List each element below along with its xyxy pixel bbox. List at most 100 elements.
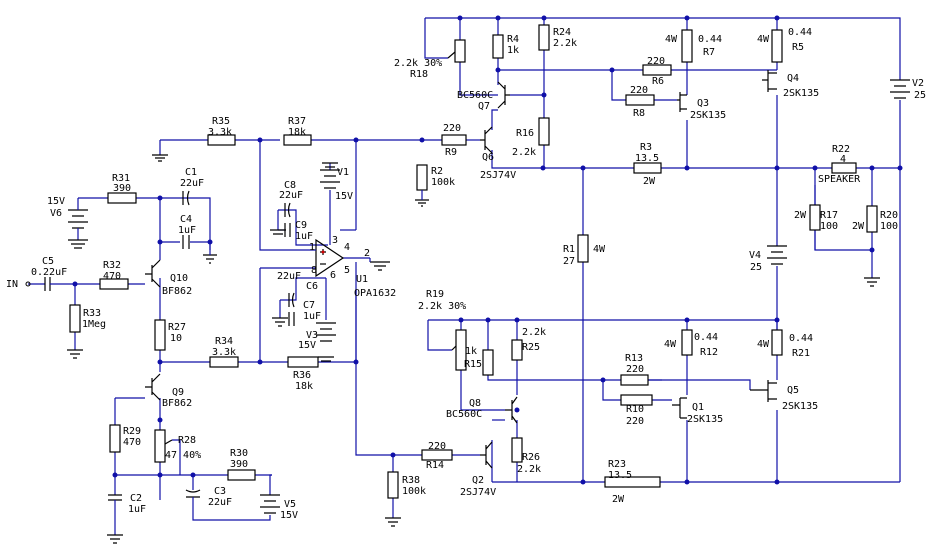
r22-resistor [831, 162, 857, 174]
label-r6: R6 [652, 76, 664, 87]
label-r22: R22 [832, 144, 850, 155]
label-r1: R1 [563, 244, 575, 255]
label-c8v: 22uF [279, 190, 303, 201]
label-r32v: 470 [103, 271, 121, 282]
label-r12: R12 [700, 347, 718, 358]
label-r23: R23 [608, 459, 626, 470]
r7-resistor [681, 29, 693, 63]
label-pin1: 1 [309, 242, 315, 253]
r26-resistor [511, 437, 523, 463]
v4-battery [767, 245, 787, 265]
r15-resistor [482, 349, 494, 376]
label-pin6: 6 [330, 270, 336, 281]
label-c6v: 22uF [277, 271, 301, 282]
label-r29: R29 [123, 426, 141, 437]
label-q10v: BF862 [162, 286, 192, 297]
label-r14v: 220 [428, 441, 446, 452]
r8-resistor [625, 94, 655, 106]
q1-transistor [672, 397, 687, 419]
label-r7p: 4W [665, 34, 678, 45]
label-c5v: 0.22uF [31, 267, 67, 278]
label-r19: R19 [426, 289, 444, 300]
label-r38: R38 [402, 475, 420, 486]
label-q8: Q8 [469, 398, 481, 409]
label-r20v: 100 [880, 221, 898, 232]
label-v6: V6 [50, 208, 62, 219]
c4-capacitor [182, 235, 190, 249]
label-pin5: 5 [344, 265, 350, 276]
q2-transistor [480, 441, 493, 469]
label-r38v: 100k [402, 486, 426, 497]
q3-transistor [677, 92, 687, 112]
q7-transistor [497, 81, 510, 109]
label-v5: V5 [284, 499, 296, 510]
c8-capacitor [284, 202, 291, 218]
label-c2v: 1uF [128, 504, 146, 515]
r29-resistor [109, 424, 121, 453]
r32-resistor [99, 278, 129, 290]
label-r1v: 27 [563, 256, 575, 267]
label-r5p: 4W [757, 34, 770, 45]
label-r25v: 2.2k [522, 327, 546, 338]
label-r4v: 1k [507, 45, 519, 56]
v2-battery [890, 79, 910, 99]
label-r28: R28 [178, 435, 196, 446]
r13-resistor [620, 374, 649, 386]
v3-battery [316, 322, 336, 342]
v1-battery [320, 169, 340, 189]
r10-resistor [620, 394, 653, 406]
label-r31v: 390 [113, 183, 131, 194]
r9-resistor [441, 134, 467, 146]
label-q1v: 2SK135 [687, 414, 723, 425]
label-r10v: 220 [626, 416, 644, 427]
label-q8v: BC560C [446, 409, 482, 420]
r31-resistor [107, 192, 137, 204]
label-r37v: 18k [288, 127, 306, 138]
r21-resistor [771, 329, 783, 356]
label-q6: Q6 [482, 152, 494, 163]
label-r2v: 100k [431, 177, 455, 188]
label-q7: Q7 [478, 101, 490, 112]
label-v4: V4 [749, 250, 761, 261]
label-r15: R15 [464, 359, 482, 370]
label-c7v: 1uF [303, 311, 321, 322]
label-r15v: 1k [465, 346, 477, 357]
r25-resistor [511, 339, 523, 361]
label-r24v: 2.2k [553, 38, 577, 49]
label-r17: R17 [820, 210, 838, 221]
r17-resistor [809, 204, 821, 231]
r36-resistor [287, 356, 319, 368]
r16-resistor [538, 117, 550, 146]
label-r7: R7 [703, 47, 715, 58]
label-q2v: 2SJ74V [460, 487, 496, 498]
r28-potentiometer [154, 429, 173, 463]
label-c4v: 1uF [178, 225, 196, 236]
label-r3v: 13.5 [635, 153, 659, 164]
r20-resistor [866, 205, 878, 233]
r27-resistor [154, 319, 166, 351]
label-r28v: 47 40% [165, 450, 201, 461]
label-v3: V3 [306, 330, 318, 341]
labels: IN C5 0.22uF R33 1Meg R32 470 R31 390 15… [6, 27, 926, 521]
label-c9v: 1uF [295, 231, 313, 242]
q6-transistor [480, 126, 493, 154]
q8-transistor [505, 396, 518, 424]
label-r24: R24 [553, 27, 571, 38]
ground-symbols [67, 154, 880, 544]
label-r34: R34 [215, 336, 233, 347]
label-r36v: 18k [295, 381, 313, 392]
r6-resistor [642, 64, 672, 76]
label-q4: Q4 [787, 73, 799, 84]
label-r29v: 470 [123, 437, 141, 448]
label-q10: Q10 [170, 273, 188, 284]
label-in: IN [6, 279, 18, 290]
label-c1: C1 [185, 167, 197, 178]
r23-resistor [604, 476, 661, 488]
label-r6v: 220 [647, 56, 665, 67]
u1-opamp [310, 238, 345, 278]
r33-resistor [69, 304, 81, 333]
label-c8: C8 [284, 180, 296, 191]
label-r35: R35 [212, 116, 230, 127]
r24-resistor [538, 24, 550, 51]
label-r9: R9 [445, 147, 457, 158]
